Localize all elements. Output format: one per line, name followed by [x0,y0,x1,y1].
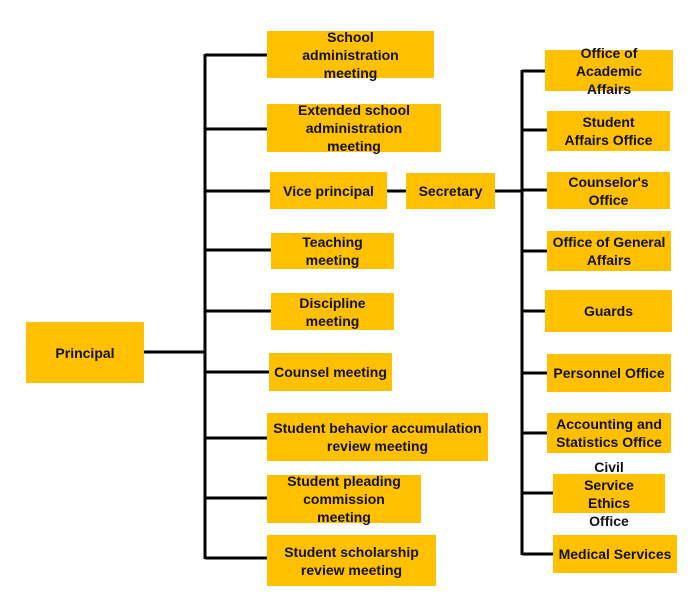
node-counselors-office: Counselor's Office [547,172,670,209]
node-personnel-office: Personnel Office [547,354,671,392]
node-office-of-general-affairs: Office of General Affairs [547,231,671,271]
node-office-of-academic-affairs: Office of Academic Affairs [545,45,673,97]
node-student-behavior-accumulation-review-meeting: Student behavior accumulation review mee… [267,413,488,461]
node-civil-service-ethics-office: Civil Service Ethics Office [553,459,665,529]
node-extended-school-administration-meeting: Extended school administration meeting [267,102,441,154]
node-student-scholarship-review-meeting: Student scholarship review meeting [267,535,436,586]
node-discipline-meeting: Discipline meeting [271,293,394,330]
node-student-affairs-office: Student Affairs Office [547,111,670,151]
node-vice-principal: Vice principal [270,172,387,209]
node-teaching-meeting: Teaching meeting [271,233,394,269]
node-medical-services: Medical Services [553,535,677,573]
node-counsel-meeting: Counsel meeting [269,353,392,391]
node-principal: Principal [26,322,144,383]
node-accounting-and-statistics-office: Accounting and Statistics Office [547,413,671,453]
node-guards: Guards [545,290,672,332]
node-secretary: Secretary [406,173,495,209]
node-school-administration-meeting: School administration meeting [267,29,434,81]
node-student-pleading-commission-meeting: Student pleading commission meeting [267,473,421,525]
